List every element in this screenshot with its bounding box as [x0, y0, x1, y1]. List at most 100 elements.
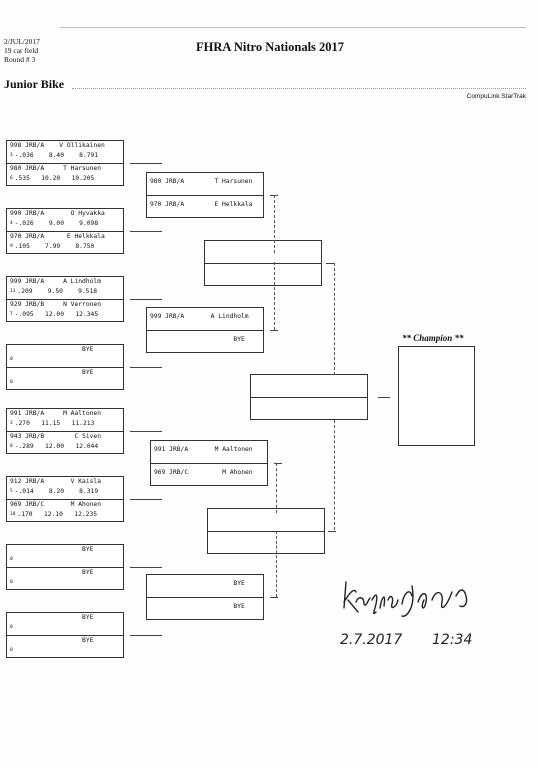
elapsed-times: .535 10.20 10.205: [14, 175, 95, 182]
result-line: 0: [10, 647, 119, 654]
bracket-connector: [270, 330, 278, 331]
elapsed-times: -.026 9.00 9.098: [14, 220, 99, 227]
round2-match: 980 JRB/A T Harsunen 970 JRB/A E Helkkala: [146, 172, 264, 218]
elapsed-times: -.036 8.40 8.791: [14, 152, 99, 159]
round3-slot-top: [205, 241, 321, 263]
bracket-connector: [130, 499, 162, 500]
round2-slot-bottom: BYE: [147, 330, 263, 352]
racer-line: 999 JRB/A A Lindholm: [150, 313, 249, 320]
seed-number: 3: [10, 152, 13, 158]
racer-line: 998 JRB/A V Ollikainen: [10, 142, 105, 149]
seed-number: 0: [10, 647, 13, 653]
result-line: 5-.014 8.20 8.319: [10, 488, 119, 495]
final-match: [250, 374, 368, 420]
racer-line: BYE: [10, 569, 94, 576]
round1-match: BYE 0 BYE 0: [6, 544, 124, 590]
result-line: 7-.095 12.00 12.345: [10, 311, 119, 318]
racer-line: BYE: [10, 369, 94, 376]
bracket-connector: [274, 463, 282, 464]
round1-slot-bottom: 980 JRB/A T Harsunen 6.535 10.20 10.205: [7, 163, 123, 185]
round2-match: 991 JRB/A M Aaltonen 969 JRB/C M Ahonen: [150, 440, 268, 486]
racer-line: 929 JRB/B N Verronen: [10, 301, 101, 308]
round1-slot-top: BYE 0: [7, 545, 123, 567]
handwritten-signature: 2.7.2017 12:34: [340, 581, 472, 648]
racer-line: 970 JRB/A E Helkkala: [150, 201, 253, 208]
result-line: 0: [10, 379, 119, 386]
round2-slot-bottom: 969 JRB/C M Ahonen: [151, 463, 267, 485]
seed-number: 6: [10, 175, 13, 181]
champion-box: [398, 346, 475, 446]
bracket-connector: [130, 163, 162, 164]
bracket-connector: [328, 531, 336, 532]
round1-match: 999 JRB/A A Lindholm 11.209 9.50 9.518 929…: [6, 276, 124, 322]
round2-slot-top: 991 JRB/A M Aaltonen: [151, 441, 267, 463]
racer-line: 980 JRB/A T Harsunen: [150, 178, 253, 185]
racer-line: BYE: [150, 580, 245, 587]
elapsed-times: .170 12.10 12.235: [17, 511, 98, 518]
bracket-connector: [274, 262, 275, 330]
round2-slot-bottom: BYE: [147, 597, 263, 619]
elapsed-times: -.289 12.00 12.044: [14, 443, 99, 450]
racer-line: 991 JRB/A M Aaltonen: [10, 410, 101, 417]
header-info: 2/JUL/2017 19 car field Round # 3: [4, 37, 40, 64]
racer-line: 990 JRB/A O Hyvakka: [10, 210, 105, 217]
round2-match: BYE BYE: [146, 574, 264, 620]
elapsed-times: -.095 12.00 12.345: [14, 311, 99, 318]
result-line: 11.209 9.50 9.518: [10, 288, 119, 295]
class-name: Junior Bike: [4, 77, 65, 91]
elapsed-times: .105 7.99 8.750: [14, 243, 95, 250]
racer-line: 943 JRB/B C Siven: [10, 433, 101, 440]
header-round: Round # 3: [4, 55, 36, 64]
racer-line: 980 JRB/A T Harsunen: [10, 165, 101, 172]
bracket-connector: [274, 195, 275, 253]
seed-number: 11: [10, 288, 16, 294]
signature-date: 2.7.2017: [340, 632, 402, 648]
result-line: 0: [10, 579, 119, 586]
racer-line: BYE: [10, 546, 94, 553]
round3-match-2: [207, 508, 325, 554]
round2-slot-top: 980 JRB/A T Harsunen: [147, 173, 263, 195]
bracket-connector: [130, 431, 162, 432]
header-date: 2/JUL/2017: [4, 37, 40, 46]
champion-label: ** Champion **: [402, 333, 464, 343]
final-slot-bottom: [251, 397, 367, 419]
round2-slot-top: BYE: [147, 575, 263, 597]
top-rule: [60, 27, 526, 28]
racer-line: BYE: [10, 614, 94, 621]
racer-line: 999 JRB/A A Lindholm: [10, 278, 101, 285]
racer-line: 969 JRB/C M Ahonen: [10, 501, 101, 508]
round1-slot-top: 999 JRB/A A Lindholm 11.209 9.50 9.518: [7, 277, 123, 299]
round2-slot-bottom: 970 JRB/A E Helkkala: [147, 195, 263, 217]
round3-slot-bottom: [205, 263, 321, 285]
racer-line: 970 JRB/A E Helkkala: [10, 233, 105, 240]
seed-number: 7: [10, 311, 13, 317]
elapsed-times: .209 9.50 9.518: [17, 288, 98, 295]
round1-slot-bottom: BYE 0: [7, 367, 123, 389]
page-title: FHRA Nitro Nationals 2017: [196, 40, 345, 54]
bracket-connector: [130, 635, 162, 636]
dotted-rule: [72, 84, 526, 89]
round3-match-1: [204, 240, 322, 286]
result-line: 0: [10, 556, 119, 563]
bracket-connector: [130, 367, 162, 368]
result-line: 3-.036 8.40 8.791: [10, 152, 119, 159]
bracket-connector: [334, 420, 335, 530]
round2-slot-top: 999 JRB/A A Lindholm: [147, 308, 263, 330]
bracket-connector: [276, 463, 277, 513]
bracket-connector: [130, 299, 162, 300]
racer-line: 969 JRB/C M Ahonen: [154, 469, 253, 476]
round1-slot-bottom: BYE 0: [7, 567, 123, 589]
